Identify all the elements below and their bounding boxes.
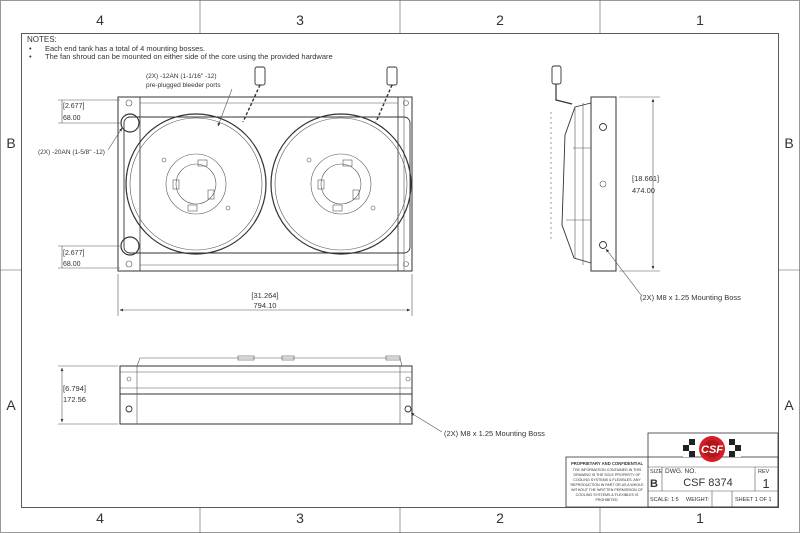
front-view: (2X) -12AN (1-1/16" -12) pre-plugged ble… [38,66,413,316]
dwg-number: CSF 8374 [683,477,733,489]
proprietary-line: THE INFORMATION CONTAINED IN THIS [573,468,642,472]
proprietary-line: PROHIBITED. [596,498,619,502]
dim-height-mm: 474.00 [632,186,655,195]
csf-logo: CSF [683,436,741,462]
port-20an-callout: (2X) -20AN (1-5/8" -12) [38,149,105,156]
side-boss-callout: (2X) M8 x 1.25 Mounting Boss [640,293,741,302]
zone-top-2: 2 [496,12,504,28]
scale: SCALE: 1:5 [650,497,679,503]
port-leader [107,127,123,151]
proprietary-line: WITHOUT THE WRITTEN PERMISSION OF [571,488,644,492]
dim-width-in: [31.264] [251,291,278,300]
mounting-boss [125,99,133,107]
side-core [590,96,617,272]
note-bullet: • [29,52,32,61]
right-end-tank [397,96,413,272]
mounting-boss [403,100,409,106]
side-boss-leader [605,248,642,296]
dim-width-mm: 794.10 [254,301,277,310]
left-end-tank [117,96,141,272]
proprietary-line: DRAWING IS THE SOLE PROPERTY OF [574,473,642,477]
left-fan-connector [242,66,266,123]
mounting-boss [403,261,409,267]
side-logo [599,180,607,188]
dim-depth: [6.794] 172.56 [58,365,118,425]
zone-right-a: A [784,397,794,413]
size-label: SIZE [650,469,663,475]
mounting-boss [125,260,133,268]
left-fan [125,113,267,255]
dim-depth-in: [6.794] [63,384,86,393]
zone-top-3: 3 [296,12,304,28]
size-value: B [650,478,658,490]
weight: WEIGHT: [686,497,709,503]
zone-right-b: B [784,135,793,151]
bottom-outline [119,365,413,425]
title-block: PROPRIETARY AND CONFIDENTIAL THE INFORMA… [565,432,779,508]
zone-top-1: 1 [696,12,704,28]
zone-left-b: B [6,135,15,151]
right-fan-connector [375,66,398,123]
right-fan [270,113,412,255]
dim-depth-mm: 172.56 [63,395,86,404]
proprietary-line: REPRODUCTION IN PART OR AS A WHOLE [570,483,644,487]
bottom-view: [6.794] 172.56 (2X) M8 x 1.25 Mounting B… [58,355,545,438]
bottom-mounting-boss [404,405,412,413]
side-mounting-boss [599,123,607,131]
sheet-number: SHEET 1 OF 1 [735,497,772,503]
side-shroud [561,102,592,264]
bottom-shroud-edge [136,357,403,367]
side-view: [18.661] 474.00 (2X) M8 x 1.25 Mounting … [550,65,741,302]
dim-bottom-mm: 68.00 [63,261,81,268]
side-wire [555,84,573,105]
proprietary-line: COOLING SYSTEMS & FLEXIBLES. ANY [573,478,641,482]
proprietary-line: COOLING SYSTEMS & FLEXIBLES IS [576,493,639,497]
rev-label: REV [758,469,770,475]
side-mounting-boss [599,241,607,249]
bleeder-leader [217,88,233,127]
zone-left-a: A [6,397,16,413]
dim-bottom-port: [2.677] 68.00 [58,245,120,269]
fan-shroud [123,116,411,254]
proprietary-heading: PROPRIETARY AND CONFIDENTIAL [571,461,644,466]
lower-20an-port [120,236,140,256]
note-1: Each end tank has a total of 4 mounting … [45,44,205,53]
dim-bottom-in: [2.677] [63,250,84,257]
dim-top-port: [2.677] 68.00 [58,99,120,124]
notes-block: NOTES: • Each end tank has a total of 4 … [27,35,333,61]
bottom-boss-callout: (2X) M8 x 1.25 Mounting Boss [444,429,545,438]
note-2: The fan shroud can be mounted on either … [45,52,333,61]
zone-bottom-3: 3 [296,510,304,526]
dim-height-in: [18.661] [632,174,659,183]
bleeder-callout-line-1: (2X) -12AN (1-1/16" -12) [146,73,217,80]
inner-border [21,33,779,508]
zone-bottom-2: 2 [496,510,504,526]
note-bullet: • [29,44,32,53]
bottom-mounting-boss [125,405,133,413]
rev-value: 1 [762,476,769,491]
bleeder-callout-line-2: pre-plugged bleeder ports [146,82,221,89]
dim-top-in: [2.677] [63,103,84,110]
dim-height: [18.661] 474.00 [619,96,660,272]
logo-text: CSF [701,444,723,456]
notes-heading: NOTES: [27,35,57,44]
zone-bottom-4: 4 [96,510,104,526]
upper-20an-port [120,113,140,133]
dim-top-mm: 68.00 [63,115,81,122]
zone-top-4: 4 [96,12,104,28]
side-connector [551,65,562,85]
dim-width: [31.264] 794.10 [117,274,413,316]
bottom-boss-leader [410,412,443,433]
dwg-label: DWG. NO. [665,468,696,475]
zone-bottom-1: 1 [696,510,704,526]
